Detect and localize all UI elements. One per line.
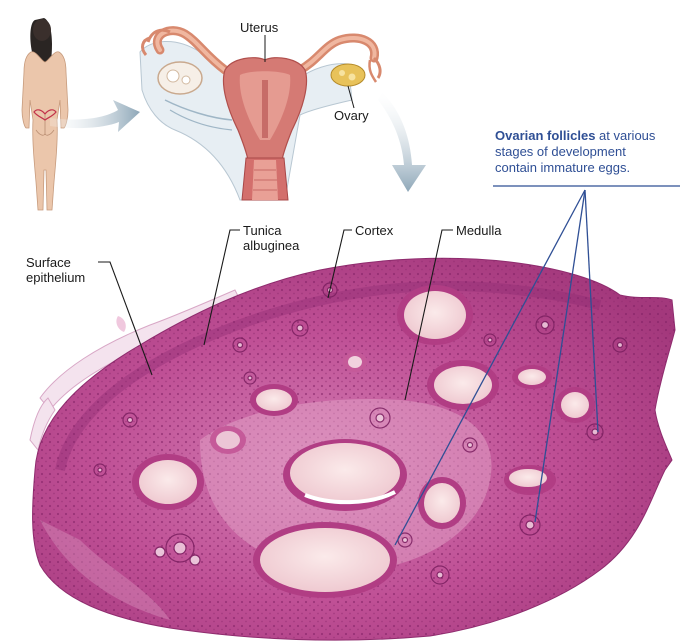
tunica-label-line1: Tunica xyxy=(243,223,282,238)
tunica-albuginea-label: Tunica albuginea xyxy=(243,223,299,253)
ovary-label: Ovary xyxy=(334,108,369,123)
follicle xyxy=(397,285,473,345)
surface-epithelium-label: Surface epithelium xyxy=(26,255,85,285)
follicles-label-line1: Ovarian follicles at various xyxy=(495,128,655,144)
follicle xyxy=(253,522,397,598)
pointer-arrow-icon xyxy=(378,92,426,192)
follicle xyxy=(283,439,407,511)
follicle-leader-lines xyxy=(394,185,680,546)
pointer-arrow-icon xyxy=(50,100,140,132)
follicle xyxy=(210,426,246,454)
follicle xyxy=(343,352,367,372)
ovarian-follicles-label: Ovarian follicles at various stages of d… xyxy=(495,128,655,176)
uterus-label: Uterus xyxy=(240,20,279,35)
follicle xyxy=(512,365,552,389)
follicles-label-line2: stages of development xyxy=(495,144,626,159)
tunica-label-line2: albuginea xyxy=(243,238,300,253)
follicle xyxy=(555,387,595,423)
follicles-label-line3: contain immature eggs. xyxy=(495,160,631,175)
follicle xyxy=(418,477,466,529)
follicle xyxy=(132,454,204,510)
ovary-micrograph xyxy=(29,257,676,641)
surface-label-line2: epithelium xyxy=(26,270,86,285)
follicle xyxy=(504,465,556,495)
cortex-label: Cortex xyxy=(355,223,394,238)
surface-label-line1: Surface xyxy=(26,255,71,270)
follicle xyxy=(250,384,298,416)
medulla-label: Medulla xyxy=(456,223,502,238)
small-follicles xyxy=(93,282,628,585)
follicles-label-rest: at various xyxy=(595,128,656,143)
follicle xyxy=(427,360,499,410)
uterus-illustration xyxy=(139,26,382,201)
follicles-label-bold: Ovarian follicles xyxy=(495,128,596,143)
human-figure-icon xyxy=(21,18,69,211)
leader-lines xyxy=(98,229,453,401)
